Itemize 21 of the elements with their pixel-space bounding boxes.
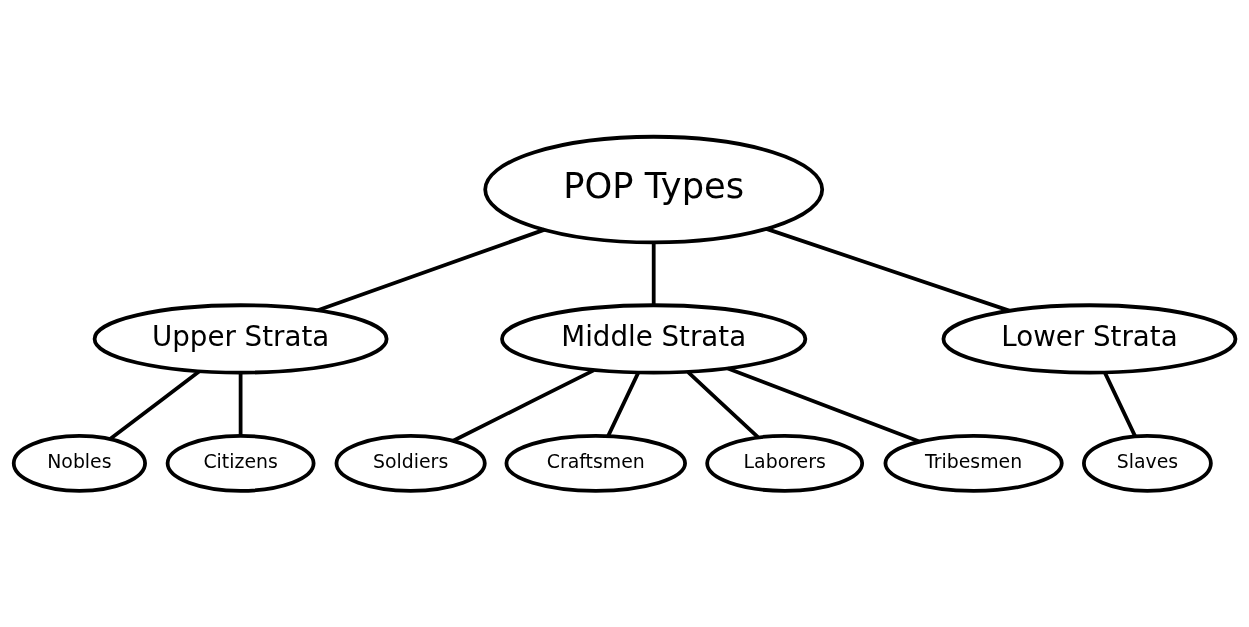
connector (686, 370, 760, 439)
node-ellipse: Craftsmen (504, 433, 687, 493)
connector (727, 366, 920, 443)
connector (606, 371, 640, 437)
node-ellipse: POP Types (483, 134, 825, 244)
node-ellipse: Nobles (11, 433, 147, 493)
node-ellipse: Middle Strata (500, 302, 808, 374)
connector (452, 368, 595, 442)
node-ellipse: Laborers (705, 433, 865, 493)
node-ellipse: Upper Strata (92, 302, 389, 374)
connector (317, 227, 546, 312)
connector (651, 241, 656, 305)
connector (238, 372, 243, 435)
connector (108, 369, 201, 440)
connector (1103, 371, 1137, 437)
node-ellipse: Citizens (165, 433, 316, 493)
node-ellipse: Tribesmen (883, 433, 1064, 493)
node-ellipse: Slaves (1082, 433, 1213, 493)
connector (765, 226, 1010, 312)
node-ellipse: Soldiers (334, 433, 487, 493)
node-ellipse: Lower Strata (941, 302, 1238, 374)
